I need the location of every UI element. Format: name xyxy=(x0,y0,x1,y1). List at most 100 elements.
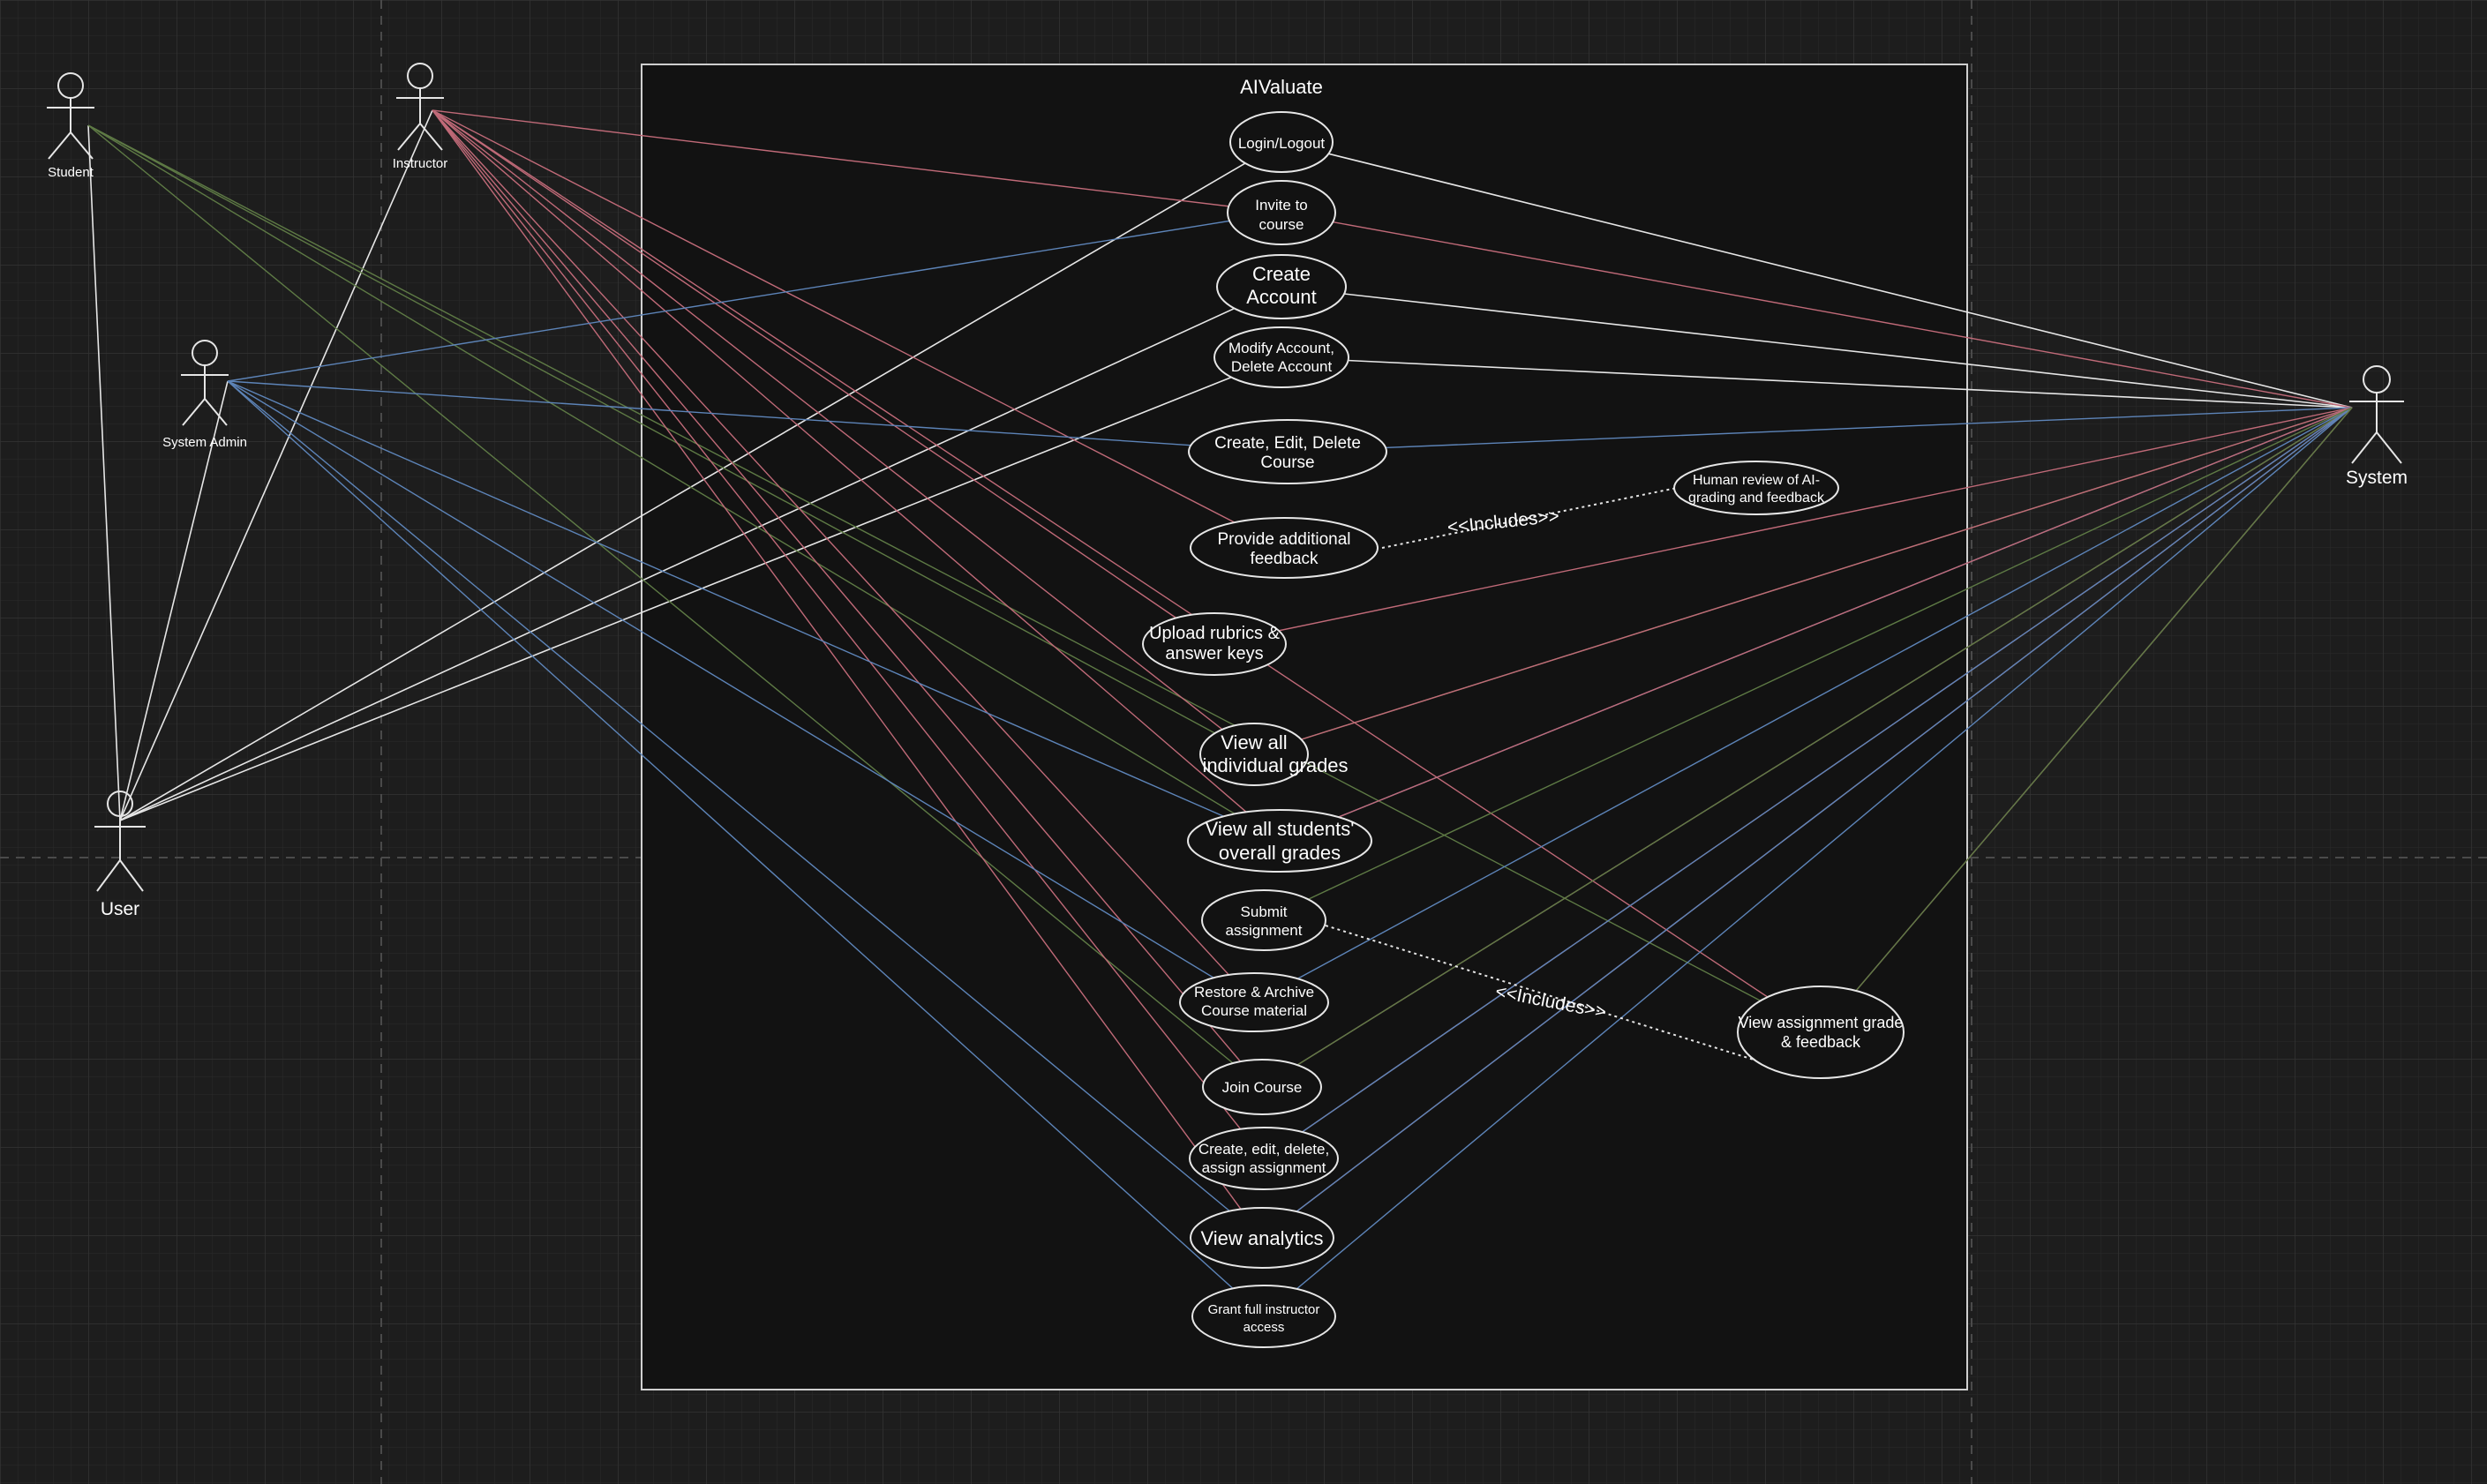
association-line-student-join[interactable] xyxy=(87,124,1263,1088)
use-case-label: assignment xyxy=(1226,922,1303,939)
association-line-admin-restore[interactable] xyxy=(227,380,1255,1003)
use-case-view-overall-grades[interactable]: View all students' overall grades xyxy=(1187,809,1372,873)
association-line-student-vgrade[interactable] xyxy=(87,124,1822,1033)
use-case-label: assign assignment xyxy=(1202,1159,1326,1176)
use-case-view-analytics[interactable]: View analytics xyxy=(1190,1207,1334,1269)
association-line-admin-grant[interactable] xyxy=(227,380,1265,1317)
use-case-grant-instructor-access[interactable]: Grant full instructor access xyxy=(1191,1285,1336,1348)
use-case-label: individual grades xyxy=(1202,754,1348,776)
use-case-label: Delete Account xyxy=(1231,358,1333,375)
use-case-label: View assignment grade xyxy=(1739,1014,1904,1031)
use-case-label: Grant full instructor xyxy=(1208,1302,1320,1317)
use-case-label: Login/Logout xyxy=(1238,135,1326,152)
association-line-admin-invite[interactable] xyxy=(227,212,1282,382)
association-line-instructor-feedback[interactable] xyxy=(432,109,1285,549)
use-case-label: View analytics xyxy=(1201,1227,1324,1249)
use-case-label: Join Course xyxy=(1222,1079,1303,1096)
use-case-upload-rubrics[interactable]: Upload rubrics & answer keys xyxy=(1142,612,1287,676)
use-case-label: answer keys xyxy=(1165,644,1263,663)
association-line-student-overall[interactable] xyxy=(87,124,1281,842)
association-line-indiv-system[interactable] xyxy=(1253,407,2353,755)
use-case-label: Course xyxy=(1260,453,1314,472)
use-case-course-crud[interactable]: Create, Edit, Delete Course xyxy=(1188,419,1387,484)
association-line-admin-course[interactable] xyxy=(227,380,1289,453)
use-case-label: feedback xyxy=(1250,550,1319,568)
actor-system[interactable] xyxy=(2349,365,2404,464)
use-case-label: Provide additional xyxy=(1217,530,1350,549)
association-line-upload-system[interactable] xyxy=(1213,407,2353,645)
association-line-createAcc-system[interactable] xyxy=(1281,286,2353,408)
association-line-invite-system[interactable] xyxy=(1281,212,2353,408)
use-case-modify-account[interactable]: Modify Account, Delete Account xyxy=(1213,326,1349,388)
use-case-submit-assignment[interactable]: Submit assignment xyxy=(1201,889,1326,951)
use-case-restore-archive[interactable]: Restore & Archive Course material xyxy=(1179,972,1329,1032)
actor-label: Instructor xyxy=(393,156,448,171)
actor-label: Student xyxy=(48,165,94,180)
use-case-provide-additional-feedback[interactable]: Provide additional feedback xyxy=(1190,517,1379,579)
association-line-user-createAcc[interactable] xyxy=(119,286,1282,821)
association-line-join-system[interactable] xyxy=(1261,407,2353,1088)
association-line-instructor-join[interactable] xyxy=(432,109,1263,1088)
association-line-user-modify[interactable] xyxy=(119,356,1282,821)
use-case-label: Create, Edit, Delete xyxy=(1214,434,1361,453)
use-case-assignment-crud[interactable]: Create, edit, delete, assign assignment xyxy=(1189,1127,1339,1190)
use-case-label: Submit xyxy=(1241,903,1288,920)
actor-label: System xyxy=(2346,468,2408,488)
use-case-label: Modify Account, xyxy=(1228,340,1334,356)
association-line-analytics-system[interactable] xyxy=(1261,407,2353,1239)
actor-system-admin[interactable] xyxy=(181,340,229,426)
association-line-instructor-overall[interactable] xyxy=(432,109,1281,842)
use-case-label: & feedback xyxy=(1781,1033,1861,1051)
association-line-course-system[interactable] xyxy=(1287,407,2353,453)
association-line-admin-user[interactable] xyxy=(119,380,229,821)
system-title: AIValuate xyxy=(1240,76,1323,98)
actor-user[interactable] xyxy=(94,791,146,892)
use-case-label: course xyxy=(1259,216,1304,233)
use-case-label: Restore & Archive xyxy=(1194,984,1314,1001)
association-line-instructor-upload[interactable] xyxy=(432,109,1215,645)
use-case-label: Human review of AI- xyxy=(1693,473,1820,488)
use-case-label: Account xyxy=(1246,286,1317,308)
association-line-overall-system[interactable] xyxy=(1279,407,2353,842)
association-line-restore-system[interactable] xyxy=(1253,407,2353,1003)
use-case-label: overall grades xyxy=(1219,842,1341,864)
association-line-assign-system[interactable] xyxy=(1263,407,2353,1159)
actor-student[interactable] xyxy=(47,72,94,160)
association-line-vgrade-system[interactable] xyxy=(1820,407,2353,1033)
use-case-join-course[interactable]: Join Course xyxy=(1202,1059,1322,1115)
association-line-admin-analytics[interactable] xyxy=(227,380,1263,1239)
association-line-instructor-assign[interactable] xyxy=(432,109,1265,1159)
use-case-label: Upload rubrics & xyxy=(1149,624,1281,643)
association-line-student-user[interactable] xyxy=(87,124,121,821)
association-lines xyxy=(87,109,2353,1317)
use-case-view-individual-grades[interactable]: View all individual grades xyxy=(1199,723,1349,786)
use-case-view-grade-feedback[interactable]: View assignment grade & feedback xyxy=(1737,986,1905,1079)
use-case-create-account[interactable]: Create Account xyxy=(1216,254,1347,319)
association-line-login-system[interactable] xyxy=(1281,141,2353,408)
association-line-submit-system[interactable] xyxy=(1263,407,2353,921)
association-line-modify-system[interactable] xyxy=(1281,356,2353,408)
association-line-instructor-user[interactable] xyxy=(119,109,433,821)
association-line-user-login[interactable] xyxy=(119,141,1282,821)
use-case-label: Invite to xyxy=(1255,197,1308,214)
use-case-label: View all xyxy=(1221,731,1287,753)
use-case-login[interactable]: Login/Logout xyxy=(1229,111,1334,173)
association-line-student-indiv[interactable] xyxy=(87,124,1255,755)
use-case-human-review[interactable]: Human review of AI- grading and feedback xyxy=(1673,461,1839,515)
association-line-grant-system[interactable] xyxy=(1263,407,2353,1317)
use-case-label: View all students' xyxy=(1206,818,1355,840)
association-line-instructor-vgrade[interactable] xyxy=(432,109,1822,1033)
use-case-label: grading and feedback xyxy=(1688,491,1825,506)
association-line-instructor-invite[interactable] xyxy=(432,109,1282,214)
association-line-instructor-restore[interactable] xyxy=(432,109,1255,1003)
use-case-label: access xyxy=(1244,1320,1285,1335)
actor-instructor[interactable] xyxy=(396,63,444,151)
association-line-admin-overall[interactable] xyxy=(227,380,1281,842)
use-case-label: Create, edit, delete, xyxy=(1198,1141,1329,1158)
actor-label: System Admin xyxy=(162,435,247,450)
use-case-invite-to-course[interactable]: Invite to course xyxy=(1227,180,1336,245)
association-line-instructor-analytics[interactable] xyxy=(432,109,1263,1239)
association-line-instructor-indiv[interactable] xyxy=(432,109,1255,755)
actor-label: User xyxy=(101,899,139,919)
